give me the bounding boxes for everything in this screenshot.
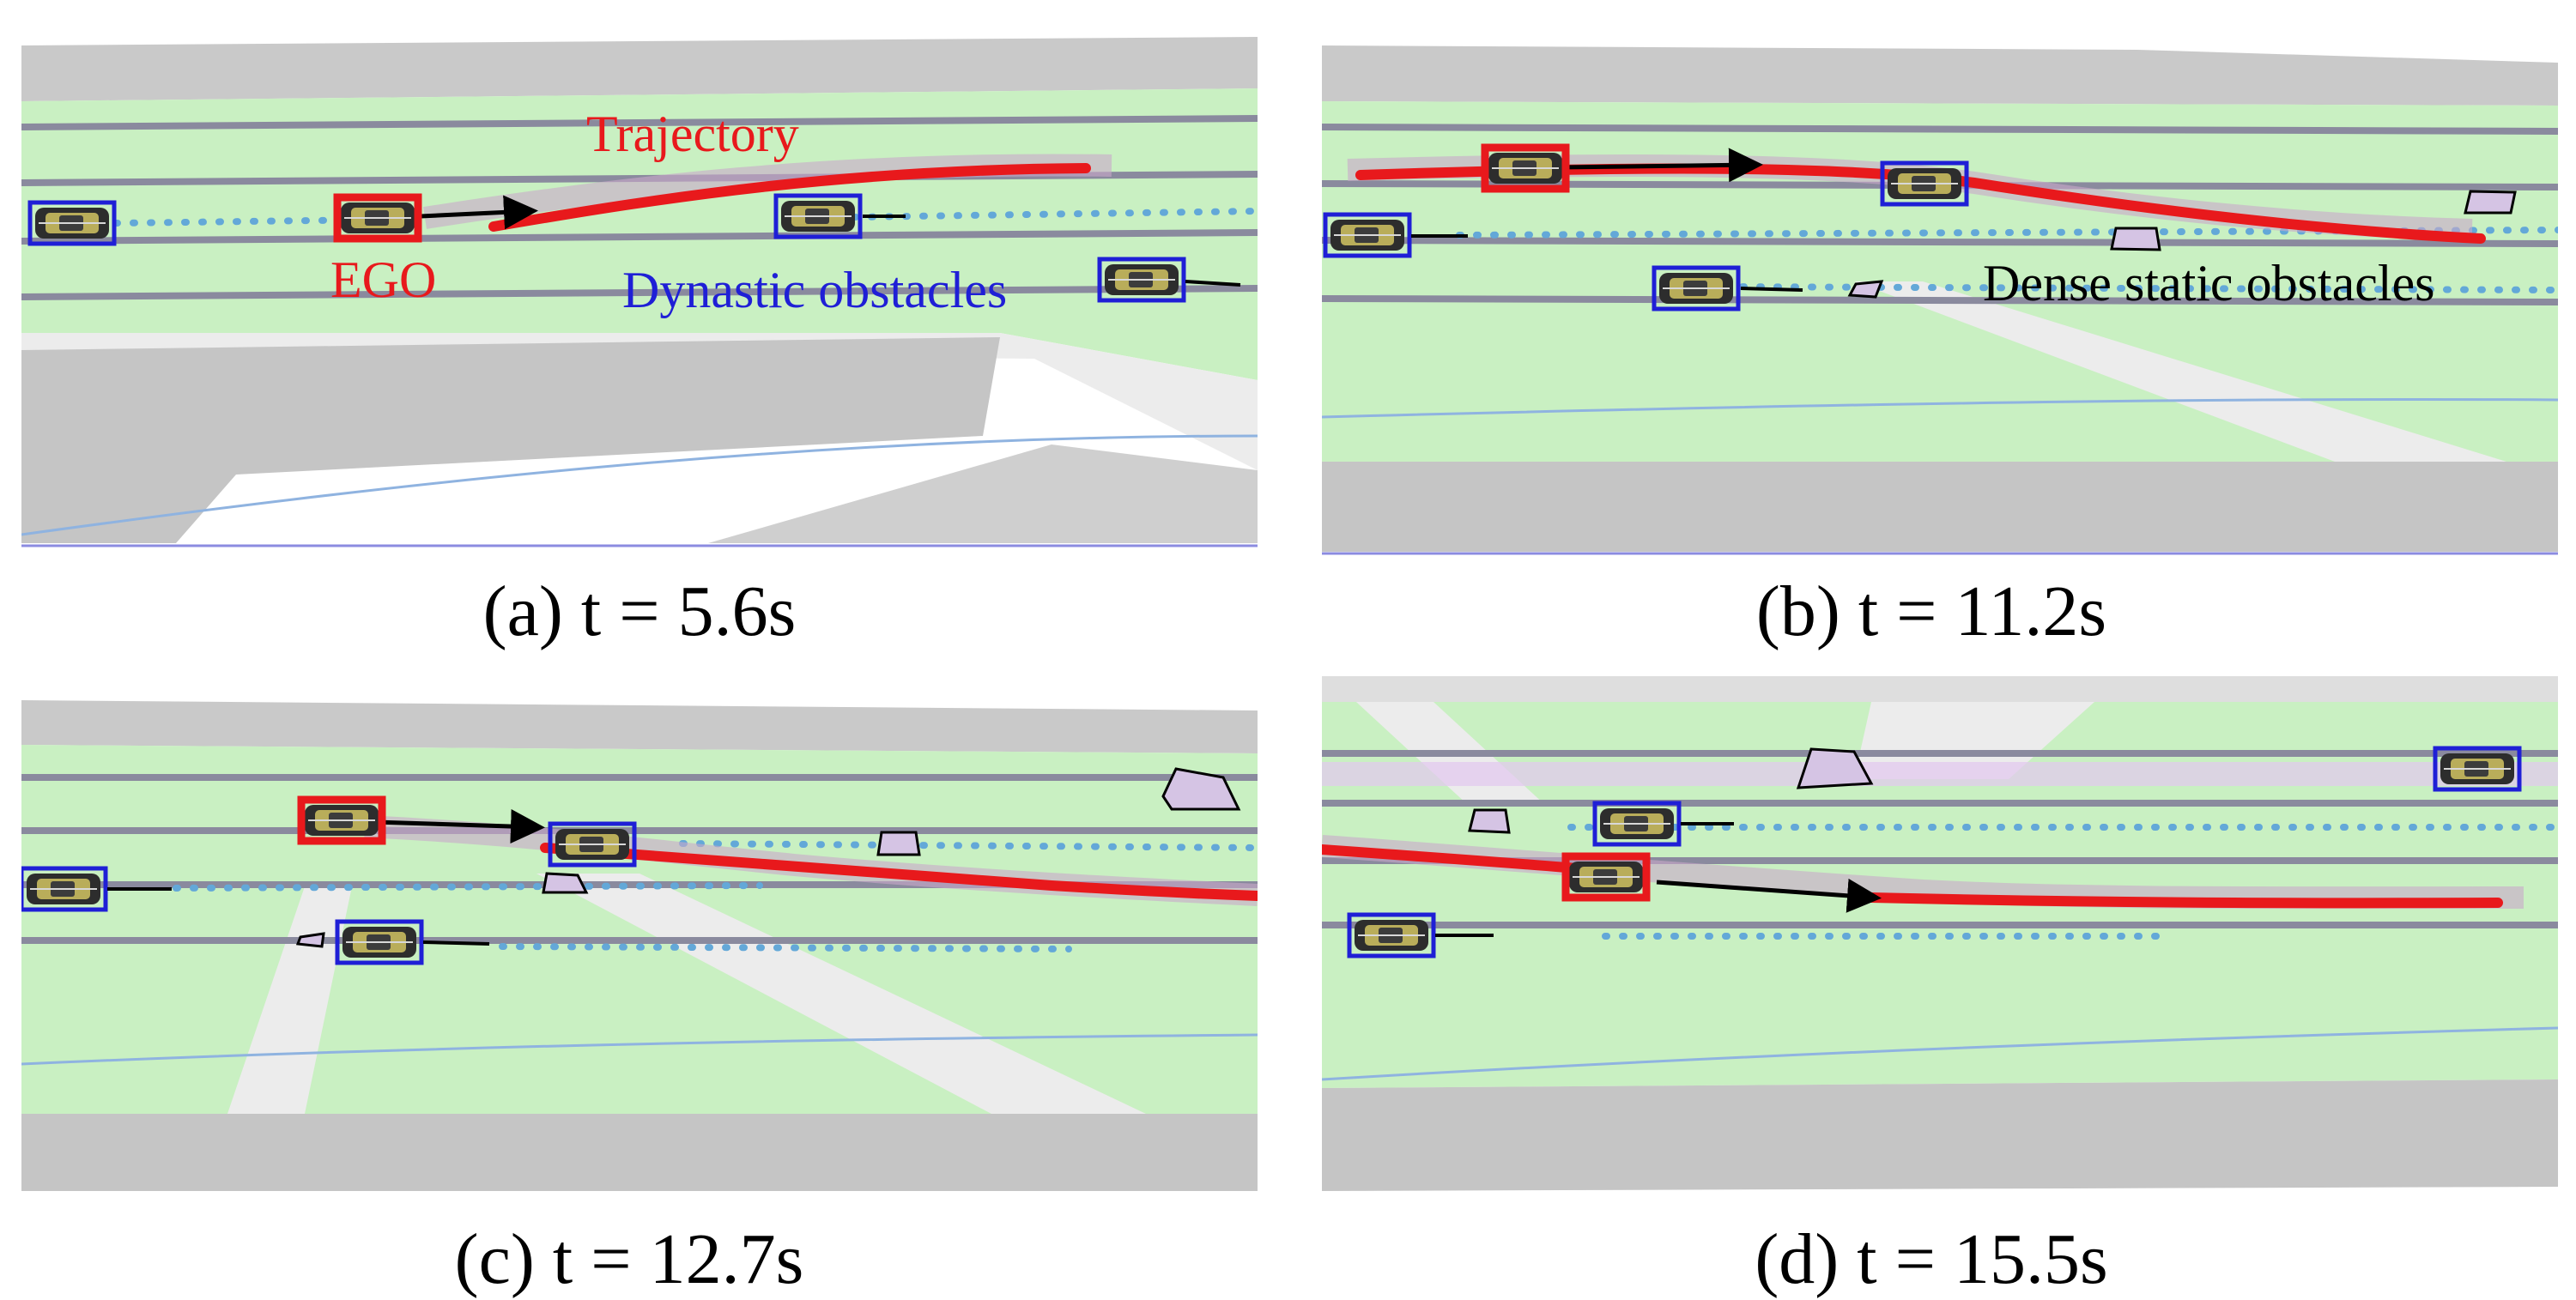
static-obstacles-label: Dense static obstacles [1983,255,2435,311]
road-edge-bottom-right [708,444,1258,543]
road-shoulder [1854,281,2506,462]
trajectory-label: Trajectory [586,106,799,162]
dynamic-obstacles-label: Dynastic obstacles [622,262,1007,318]
ego-vehicle [1561,852,1651,902]
ego-vehicle [297,795,386,845]
static-obstacle [876,831,921,856]
lane-line [1322,124,2558,135]
trajectory-line [540,843,1258,901]
predicted-path-dots [679,840,1258,851]
dynamic-obstacle [1592,801,1734,847]
lane-line [21,229,1258,245]
ego-heading-arrow [420,195,538,230]
panel-b: Dense static obstacles [1322,24,2558,556]
dynamic-obstacle [21,866,172,912]
dynamic-obstacle [2433,746,2522,792]
dynamic-obstacle [548,821,637,868]
road-shoulder [536,874,1146,1114]
road-edge-top [1322,676,2558,702]
lane-line [21,285,1258,300]
road-shoulder [21,333,1258,470]
boundary-line [21,434,1258,536]
trajectory-line [488,163,1091,232]
road-edge-bottom [1322,1079,2558,1191]
lane-line [21,115,1258,130]
road-shoulder [1854,702,2094,779]
static-obstacle [2464,190,2517,215]
static-obstacle [542,872,589,894]
ego-label: EGO [330,251,436,308]
caption-a: (a) t = 5.6s [483,571,797,651]
static-obstacle [1847,280,1884,299]
ego-vehicle [333,193,422,243]
dynamic-obstacle [773,193,906,239]
static-obstacle [1796,747,1874,789]
predicted-path-dots [173,882,763,892]
caption-d: (d) t = 15.5s [1755,1219,2107,1299]
caption-b: (b) t = 11.2s [1756,571,2106,651]
panel-c [21,668,1258,1200]
lane-line [1322,237,2558,247]
static-obstacle [2110,227,2161,251]
boundary-line [21,1033,1258,1066]
road-edge-bottom [1322,462,2558,552]
predicted-path-dots [851,208,1258,221]
panel-d [1322,676,2558,1200]
predicted-path-dots [1705,283,2558,293]
static-obstacle [1468,808,1511,834]
dynamic-obstacle [1097,257,1241,303]
drivable-area [1322,101,2558,462]
lane-highlight [1322,762,2558,786]
caption-c: (c) t = 12.7s [455,1219,804,1299]
ego-vehicle [1481,143,1570,193]
road-edge-bottom [21,1114,1258,1191]
road-edge-top [21,700,1258,753]
dynamic-obstacle [1347,912,1494,958]
static-obstacle [1161,767,1241,811]
static-obstacle [295,932,325,948]
dynamic-obstacle [27,200,117,246]
trajectory-line [1355,163,2486,244]
road-edge-bottom [21,337,1000,543]
boundary-line [1322,397,2558,419]
road-edge-top [1322,45,2558,106]
panel-a: Trajectory EGO Dynastic obstacles [21,24,1258,547]
dynamic-obstacle [1652,265,1803,311]
ego-heading-arrow [374,809,545,844]
dynamic-obstacle [335,919,490,965]
ego-heading-arrow [1656,878,1882,913]
road-edge-top [21,37,1258,101]
predicted-path-dots [1456,227,2558,239]
dynamic-obstacle [1323,212,1468,258]
trajectory-line [1866,892,2503,909]
lane-line [1322,295,2558,305]
dynamic-obstacle [1880,160,1969,207]
drivable-area [21,745,1258,1114]
boundary-line [1322,1026,2558,1081]
